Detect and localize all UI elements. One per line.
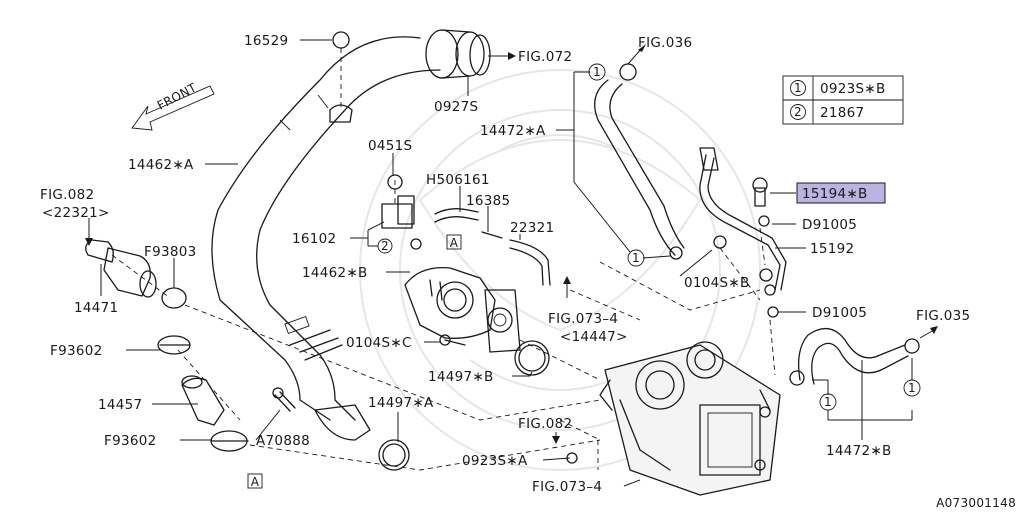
label-14471[interactable]: 14471 <box>74 300 118 316</box>
label-h506161[interactable]: H506161 <box>426 172 490 188</box>
intake-body <box>404 266 521 353</box>
legend-table: 1 0923S∗B 2 21867 <box>782 75 904 125</box>
label-14472a[interactable]: 14472∗A <box>480 123 546 139</box>
label-fig035[interactable]: FIG.035 <box>916 308 970 324</box>
label-14497a[interactable]: 14497∗A <box>368 395 434 411</box>
label-0104sc[interactable]: 0104S∗C <box>346 335 412 351</box>
hose-top <box>594 63 685 260</box>
callout-2: 2 <box>381 239 389 253</box>
label-f93602-top[interactable]: F93602 <box>50 343 103 359</box>
diagram-id: A073001148 <box>936 496 1016 510</box>
label-fig082-bottom[interactable]: FIG.082 <box>518 416 572 432</box>
label-14497b[interactable]: 14497∗B <box>428 369 494 385</box>
bolts <box>272 334 578 464</box>
turbocharger <box>599 341 781 496</box>
label-14462b[interactable]: 14462∗B <box>302 265 368 281</box>
label-14462a[interactable]: 14462∗A <box>128 157 194 173</box>
hose-right <box>789 328 920 386</box>
label-14472b[interactable]: 14472∗B <box>826 443 892 459</box>
ref-box-a-top: A <box>450 236 459 250</box>
label-15194b[interactable]: 15194∗B <box>802 186 868 202</box>
label-fig036[interactable]: FIG.036 <box>638 35 692 51</box>
label-14457[interactable]: 14457 <box>98 397 142 413</box>
label-0104sb[interactable]: 0104S∗B <box>684 275 750 291</box>
ref-box-a-bottom: A <box>251 475 260 489</box>
reference-boxes: A A <box>247 234 462 489</box>
label-22321[interactable]: 22321 <box>510 220 554 236</box>
hose-14457 <box>181 375 225 426</box>
label-a70888[interactable]: A70888 <box>256 433 310 449</box>
label-fig082-top-sub[interactable]: <22321> <box>42 205 110 221</box>
label-16385[interactable]: 16385 <box>466 193 510 209</box>
label-d91005-top[interactable]: D91005 <box>802 217 857 233</box>
leader-lines <box>85 39 938 487</box>
label-f93602-bottom[interactable]: F93602 <box>104 433 157 449</box>
callout-1-mid: 1 <box>632 251 640 265</box>
label-fig073-bottom[interactable]: FIG.073–4 <box>532 479 602 495</box>
legend-num-2: 2 <box>794 105 802 119</box>
callout-1-right-a: 1 <box>824 395 832 409</box>
part-labels: 16529 FIG.072 0927S FIG.036 14472∗A 1446… <box>40 33 1016 510</box>
pipe-14471 <box>85 239 157 298</box>
solenoid-valve <box>381 174 422 250</box>
label-fig073-top[interactable]: FIG.073–4 <box>548 311 618 327</box>
legend-code-2: 21867 <box>820 105 864 121</box>
callout-1-right-b: 1 <box>908 381 916 395</box>
small-hoses <box>434 208 551 286</box>
oil-pipe <box>699 147 787 318</box>
intake-duct <box>211 29 491 441</box>
label-fig072[interactable]: FIG.072 <box>518 49 572 65</box>
highlight-15194b <box>796 182 886 204</box>
callout-1-top: 1 <box>593 65 601 79</box>
legend-code-1: 0923S∗B <box>820 81 886 97</box>
label-fig082-top[interactable]: FIG.082 <box>40 187 94 203</box>
label-16529[interactable]: 16529 <box>244 33 288 49</box>
label-0451s[interactable]: 0451S <box>368 138 412 154</box>
label-16102[interactable]: 16102 <box>292 231 336 247</box>
label-f93803[interactable]: F93803 <box>144 244 197 260</box>
label-15192[interactable]: 15192 <box>810 241 854 257</box>
label-d91005-mid[interactable]: D91005 <box>812 305 867 321</box>
front-label: FRONT <box>155 80 199 112</box>
legend-num-1: 1 <box>794 81 802 95</box>
assembly-lines <box>111 48 776 471</box>
clamps <box>157 287 550 471</box>
front-arrow: FRONT <box>131 80 215 131</box>
label-fig073-top-sub[interactable]: <14447> <box>560 329 628 345</box>
label-0927s[interactable]: 0927S <box>434 99 478 115</box>
label-0923sa[interactable]: 0923S∗A <box>462 453 528 469</box>
circle-callouts: 1 1 2 1 1 <box>377 63 921 411</box>
